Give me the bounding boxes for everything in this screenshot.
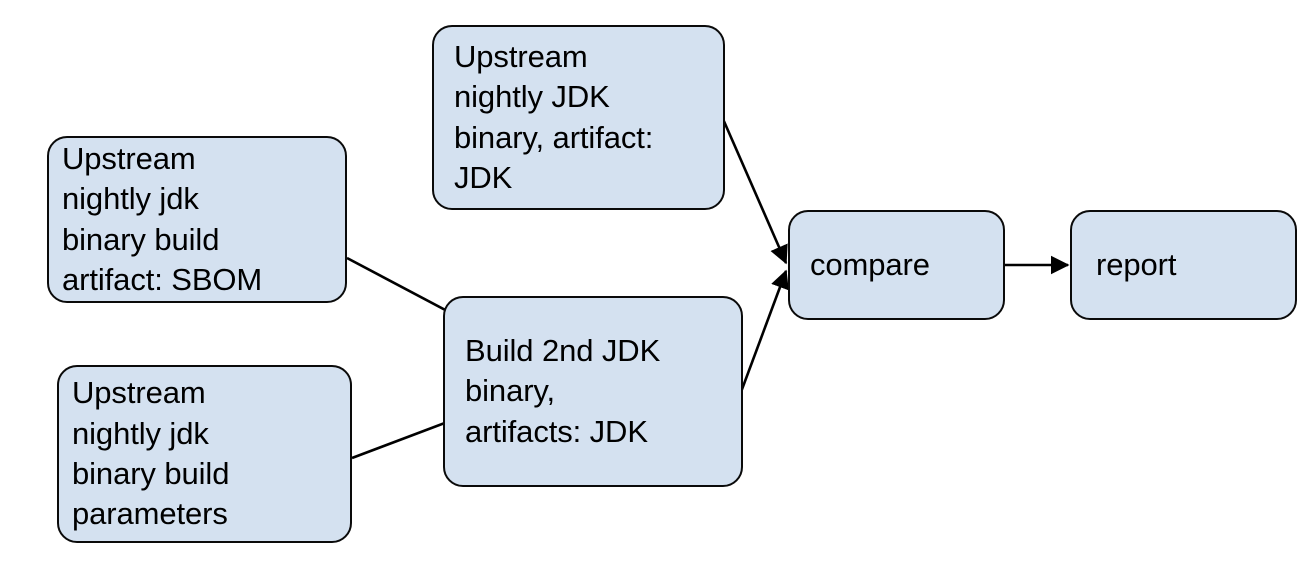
- edge-build-to-compare: [739, 269, 789, 393]
- node-label: Upstream nightly jdk binary build parame…: [72, 375, 230, 532]
- node-compare[interactable]: compare: [788, 210, 1005, 320]
- node-label: compare: [810, 246, 930, 282]
- node-label: Upstream nightly jdk binary build artifa…: [62, 140, 263, 297]
- node-report[interactable]: report: [1070, 210, 1297, 320]
- node-label: Build 2nd JDK binary, artifacts: JDK: [465, 333, 661, 449]
- node-upstream-nightly-jdk-parameters[interactable]: Upstream nightly jdk binary build parame…: [57, 365, 352, 543]
- node-upstream-nightly-jdk-binary[interactable]: Upstream nightly JDK binary, artifact: J…: [432, 25, 725, 210]
- node-label: Upstream nightly JDK binary, artifact: J…: [454, 38, 654, 195]
- node-upstream-nightly-jdk-sbom[interactable]: Upstream nightly jdk binary build artifa…: [47, 136, 347, 303]
- node-label: report: [1096, 246, 1177, 282]
- edge-jdk-to-compare: [721, 118, 788, 265]
- node-build-2nd-jdk-binary[interactable]: Build 2nd JDK binary, artifacts: JDK: [443, 296, 743, 487]
